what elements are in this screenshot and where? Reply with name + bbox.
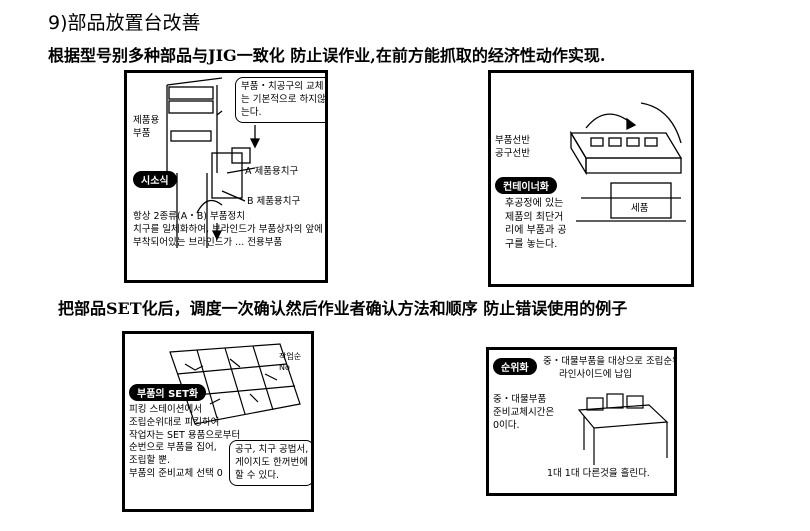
panel1-callout: 부품・치공구의 교체 는 기본적으로 하지않 는다. xyxy=(235,77,325,124)
panel3-callout: 공구, 치구 공법서, 게이지도 한꺼번에 할 수 있다. xyxy=(229,440,311,487)
panel-container: 부품선반 공구선반 컨테이너화 후공정에 있는 제품의 최단거 리에 부품과 공… xyxy=(488,70,694,287)
panel2-box-label: 세품 xyxy=(631,203,649,214)
panel1-badge: 시소식 xyxy=(133,171,177,188)
panel1-label-b: B 제품용치구 xyxy=(247,196,301,207)
subtitle-top: 根据型号别多种部品与JIG一致化 防止误作业,在前方能抓取的经济性动作实现. xyxy=(48,46,606,65)
panel-seesaw-jig: 부품・치공구의 교체 는 기본적으로 하지않 는다. 제품용 부품 A 제품용치… xyxy=(124,70,328,283)
panel4-badge: 순위화 xyxy=(493,358,537,375)
shelf-illustration xyxy=(166,77,261,248)
panel4-body: 중・대물부품 준비교체시간은 0이다. xyxy=(493,394,555,431)
panel3-corner-label: 작업순 No xyxy=(279,352,302,372)
panel1-body: 항상 2종류(A・B) 부품정치 치구를 일체화하여, 브라인드가 부품상자의 … xyxy=(133,211,323,248)
panel2-body: 후공정에 있는 제품의 최단거 리에 부품과 공 구를 놓는다. xyxy=(505,198,567,250)
section-title: 9)部品放置台改善 xyxy=(48,12,201,34)
panel2-side-label: 부품선반 공구선반 xyxy=(495,135,530,159)
panel4-header: 중・대물부품을 대상으로 조립순위대로 라인사이드에 납입 xyxy=(543,356,674,380)
panel2-badge: 컨테이너화 xyxy=(495,177,557,194)
panel1-side-label: 제품용 부품 xyxy=(133,115,160,139)
panel1-label-a: A 제품용치구 xyxy=(245,166,299,177)
panel4-footer: 1대 1대 다른것을 흘린다. xyxy=(547,468,650,479)
table-illustration xyxy=(577,393,669,465)
panel-sequencing: 순위화 중・대물부품을 대상으로 조립순위대로 라인사이드에 납입 중・대물부품… xyxy=(486,347,677,496)
panel3-body: 피킹 스테이션에서 조립순위대로 피킹하여 작업자는 SET 용품으로부터 순번… xyxy=(129,404,241,480)
subtitle-middle: 把部品SET化后，调度一次确认然后作业者确认方法和顺序 防止错误使用的例子 xyxy=(58,299,628,318)
panel3-badge: 부품의 SET화 xyxy=(129,384,207,401)
container-illustration xyxy=(569,102,686,222)
panel-parts-set: 작업순 No 부품의 SET화 피킹 스테이션에서 조립순위대로 피킹하여 작업… xyxy=(122,331,314,512)
